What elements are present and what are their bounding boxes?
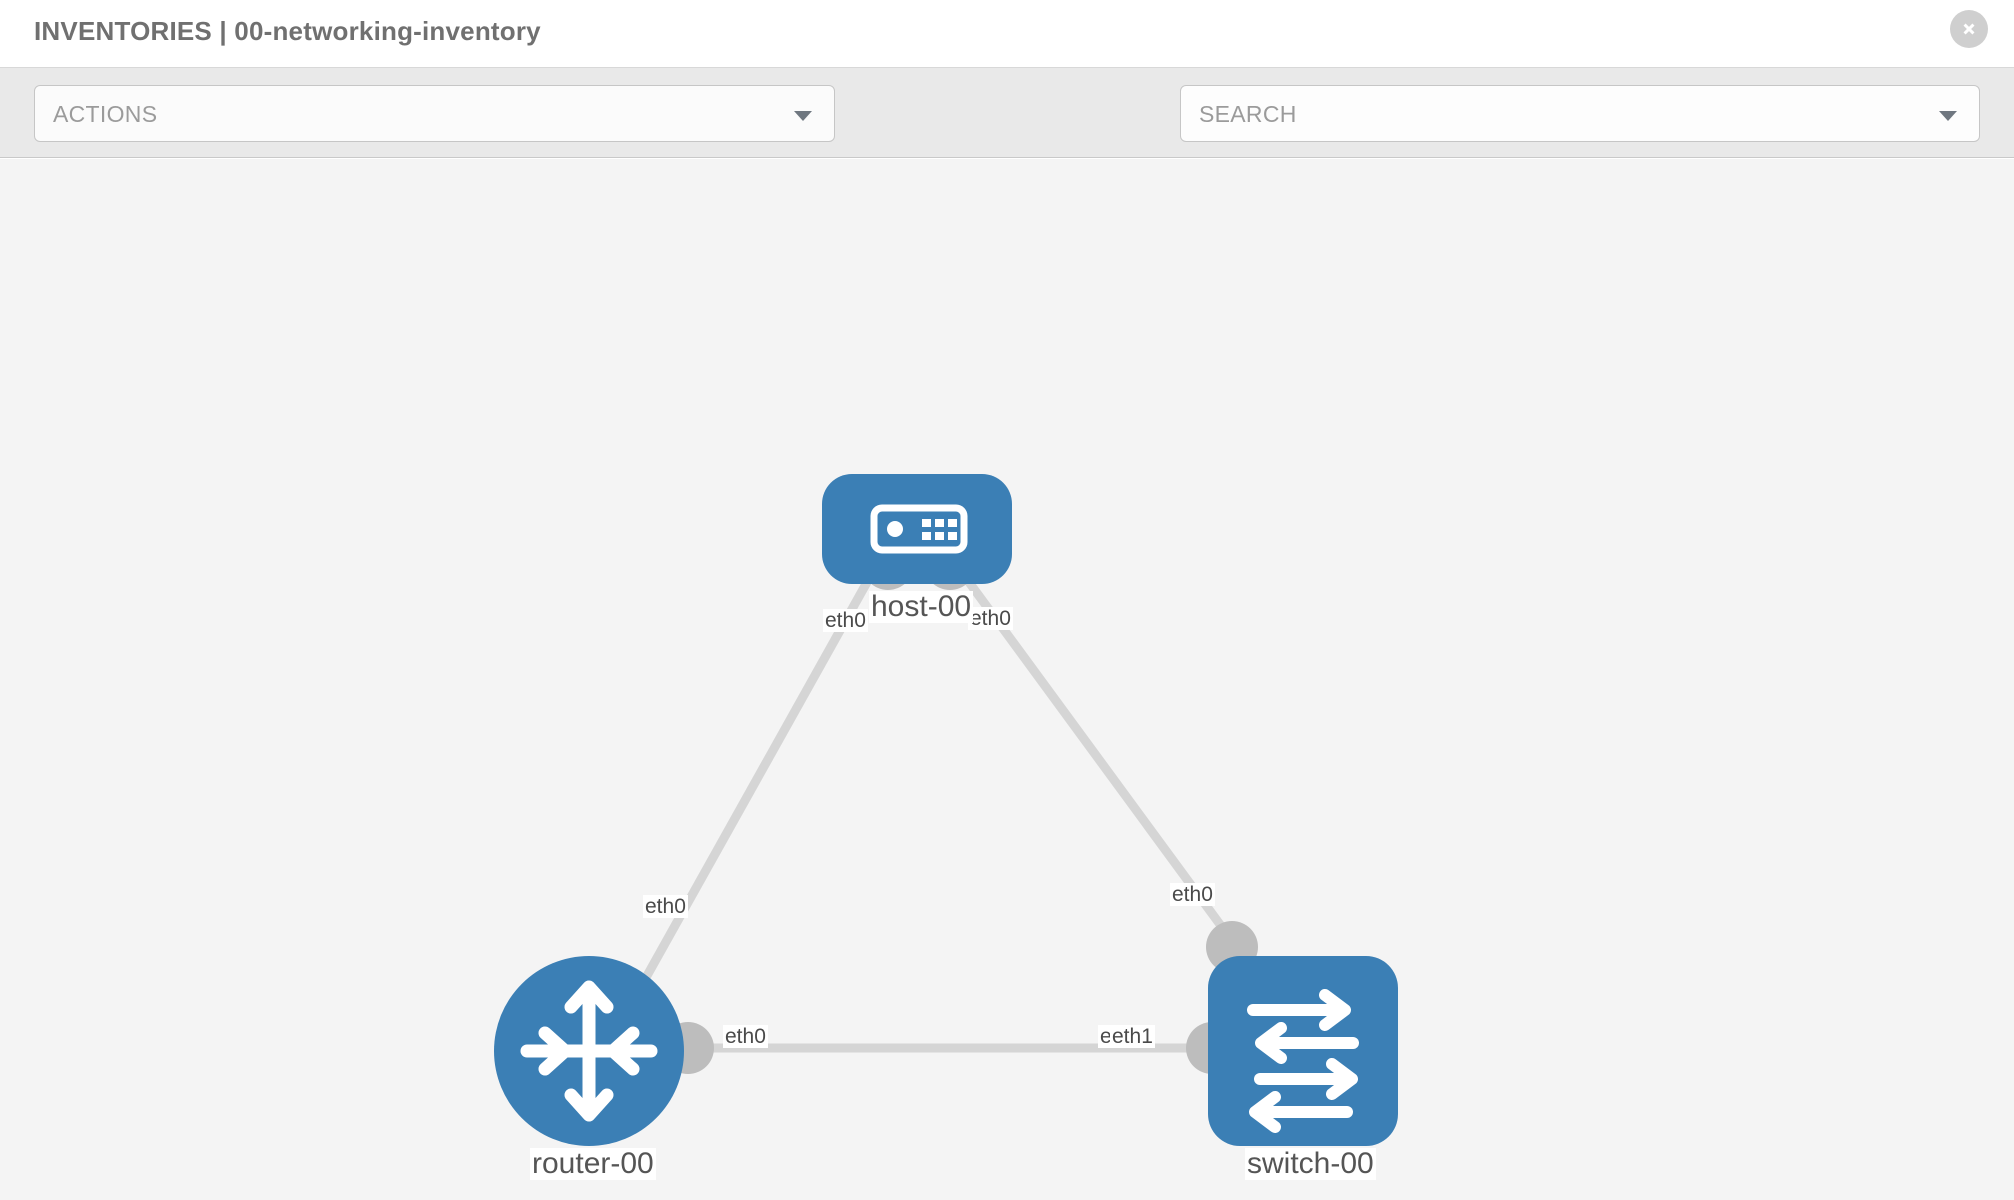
server-icon [870, 504, 968, 554]
search-chevron-down-icon[interactable] [1939, 111, 1957, 121]
topology-canvas[interactable]: eth0 eth0 eth0 eth0 eth0 eth0 eth1 host-… [0, 159, 2014, 1200]
node-label-router-00: router-00 [530, 1147, 656, 1180]
router-arrows-icon [520, 980, 658, 1122]
node-label-host-00: host-00 [869, 590, 974, 623]
chevron-down-icon [794, 111, 812, 121]
actions-dropdown-label: ACTIONS [53, 101, 158, 127]
actions-dropdown[interactable]: ACTIONS [34, 85, 835, 142]
edge-label-switch-upper: eth0 [1170, 883, 1215, 907]
edge-label-router-upper: eth0 [643, 895, 688, 919]
page-title: INVENTORIES | 00-networking-inventory [34, 16, 541, 46]
node-label-switch-00: switch-00 [1245, 1147, 1376, 1180]
toolbar: ACTIONS SEARC [0, 68, 2014, 195]
close-button[interactable] [1950, 10, 1988, 48]
switch-arrows-icon [1247, 989, 1359, 1133]
search-input[interactable]: SEARCH [1180, 85, 1980, 142]
link-layer [616, 556, 1242, 1053]
node-router-00[interactable] [494, 956, 684, 1146]
link-host-router[interactable] [616, 556, 884, 1027]
edge-label-switch-left-b: eth1 [1110, 1025, 1155, 1049]
edge-label-router-right: eth0 [723, 1025, 768, 1049]
close-icon [1963, 23, 1975, 35]
node-switch-00[interactable] [1208, 956, 1398, 1146]
search-placeholder: SEARCH [1199, 101, 1297, 127]
edge-label-host-right: eth0 [968, 607, 1013, 631]
page-header: INVENTORIES | 00-networking-inventory [0, 0, 2014, 68]
edge-label-host-left: eth0 [823, 609, 868, 633]
topology-graph [494, 474, 1398, 1146]
node-host-00[interactable] [822, 474, 1012, 584]
